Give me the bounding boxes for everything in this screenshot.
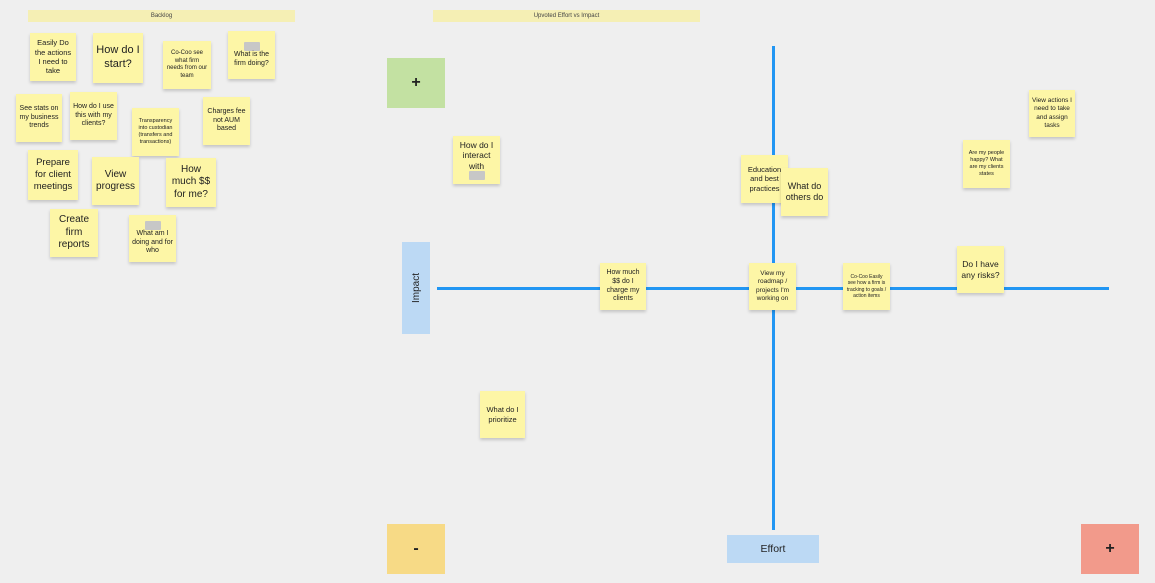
sticky-note[interactable]: View progress xyxy=(92,157,139,205)
sticky-note[interactable]: Co-Coo Easily see how a firm is tracking… xyxy=(843,263,890,310)
sticky-note[interactable]: Charges fee not AUM based xyxy=(203,97,250,145)
sticky-note[interactable]: What do I prioritize xyxy=(480,391,525,438)
high-effort-plus: + xyxy=(1081,524,1139,574)
sticky-note[interactable]: Education and best practices xyxy=(741,155,788,203)
sticky-note[interactable]: View my roadmap / projects I'm working o… xyxy=(749,263,796,310)
effort-axis-label: Effort xyxy=(727,535,819,563)
sticky-note[interactable]: Are my people happy? What are my clients… xyxy=(963,140,1010,188)
sticky-note[interactable]: How much $$ for me? xyxy=(166,158,216,207)
sticky-note[interactable]: How do I start? xyxy=(93,33,143,83)
sticky-note[interactable]: Do I have any risks? xyxy=(957,246,1004,293)
sticky-note[interactable]: How much $$ do I charge my clients xyxy=(600,263,646,310)
sticky-note[interactable]: Easily Do the actions I need to take xyxy=(30,33,76,81)
sticky-note[interactable]: What am I doing and for who xyxy=(129,215,176,262)
sticky-note[interactable]: Transparency into custodian (transfers a… xyxy=(132,108,179,156)
redacted-text xyxy=(468,171,485,181)
sticky-note[interactable]: How do I use this with my clients? xyxy=(70,92,117,140)
redacted-text xyxy=(243,41,260,51)
impact-axis-label: Impact xyxy=(402,242,430,334)
sticky-note[interactable]: What do others do xyxy=(781,168,828,216)
high-impact-plus: + xyxy=(387,58,445,108)
sticky-note[interactable]: See stats on my business trends xyxy=(16,94,62,142)
sticky-note[interactable]: How do I interact with xyxy=(453,136,500,184)
sticky-note[interactable]: Create firm reports xyxy=(50,209,98,257)
backlog-frame-label: Backlog xyxy=(28,10,295,22)
matrix-frame-label: Upvoted Effort vs Impact xyxy=(433,10,700,22)
sticky-note[interactable]: Prepare for client meetings xyxy=(28,150,78,200)
sticky-note[interactable]: What is the firm doing? xyxy=(228,31,275,79)
low-minus: - xyxy=(387,524,445,574)
redacted-text xyxy=(144,220,161,230)
sticky-note[interactable]: View actions I need to take and assign t… xyxy=(1029,90,1075,137)
sticky-note[interactable]: Co-Coo see what firm needs from our team xyxy=(163,41,211,89)
